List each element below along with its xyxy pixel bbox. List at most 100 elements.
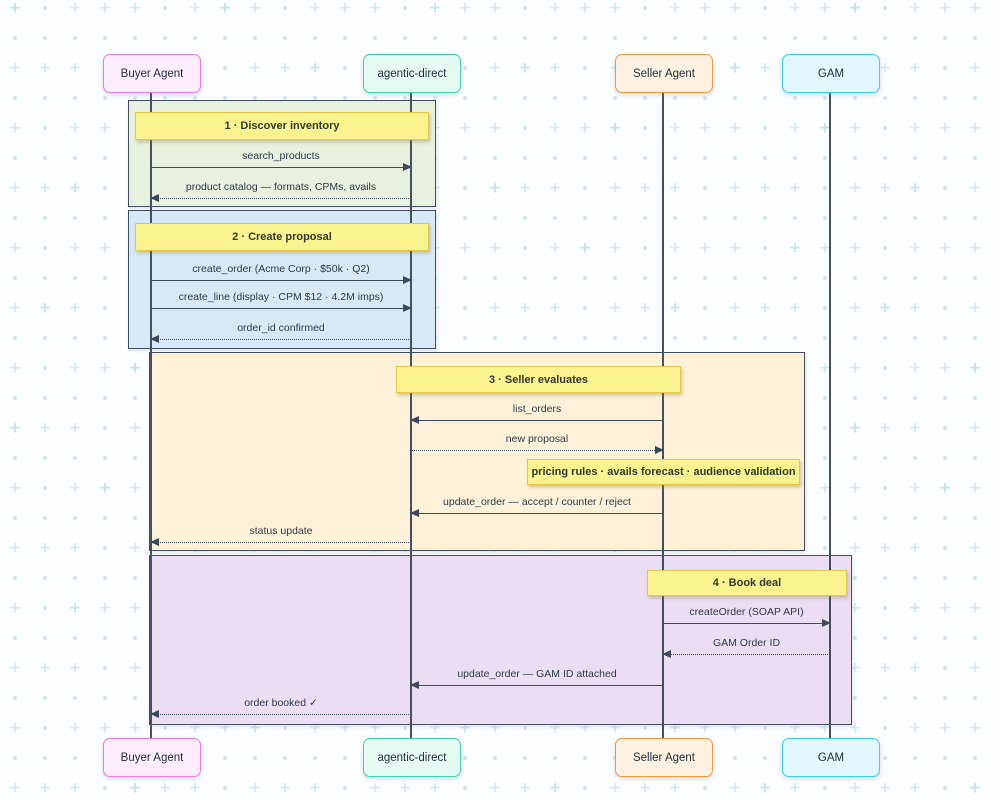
solid-arrow-left — [410, 508, 663, 517]
message-create-line[interactable]: create_line (display · CPM $12 · 4.2M im… — [151, 291, 412, 313]
grid-plus-icon: + — [848, 118, 862, 137]
actor-seller-agent-bottom[interactable]: Seller Agent — [615, 738, 713, 777]
grid-plus-icon: + — [488, 0, 502, 17]
grid-plus-icon: + — [8, 598, 22, 617]
grid-dot — [43, 606, 47, 610]
message-update-order-decision[interactable]: update_order — accept / counter / reject — [410, 496, 663, 518]
grid-dot — [613, 96, 617, 100]
grid-dot — [763, 6, 767, 10]
grid-dot — [913, 636, 917, 640]
message-product-catalog[interactable]: product catalog — formats, CPMs, avails — [150, 181, 411, 203]
dotted-arrow-left — [150, 193, 411, 202]
grid-plus-icon: + — [938, 358, 952, 377]
grid-plus-icon: + — [8, 238, 22, 257]
grid-dot — [823, 156, 827, 160]
actor-agentic-direct-bottom[interactable]: agentic-direct — [363, 738, 461, 777]
grid-plus-icon: + — [608, 0, 622, 17]
message-text: order booked ✓ — [244, 697, 318, 709]
grid-dot — [73, 396, 77, 400]
grid-dot — [103, 156, 107, 160]
grid-dot — [823, 186, 827, 190]
grid-plus-icon: + — [668, 0, 682, 17]
grid-dot — [703, 186, 707, 190]
grid-dot — [853, 156, 857, 160]
grid-plus-icon: + — [908, 118, 922, 137]
message-create-order[interactable]: create_order (Acme Corp · $50k · Q2) — [151, 263, 412, 285]
message-list-orders[interactable]: list_orders — [410, 403, 663, 425]
grid-plus-icon: + — [548, 178, 562, 197]
message-create-order-soap[interactable]: createOrder (SOAP API) — [663, 606, 831, 628]
grid-dot — [283, 756, 287, 760]
grid-plus-icon: + — [608, 298, 622, 317]
actor-buyer-agent-bottom[interactable]: Buyer Agent — [103, 738, 201, 777]
grid-plus-icon: + — [878, 298, 892, 317]
grid-plus-icon: + — [848, 0, 862, 17]
grid-dot — [103, 396, 107, 400]
phase-4-title: 4 · Book deal — [712, 577, 782, 589]
seller-evaluation-note[interactable]: pricing rules · avails forecast · audien… — [527, 459, 800, 485]
message-new-proposal[interactable]: new proposal — [411, 433, 664, 455]
grid-dot — [613, 276, 617, 280]
grid-plus-icon: + — [908, 658, 922, 677]
seller-evaluation-note-text: pricing rules · avails forecast · audien… — [531, 466, 796, 478]
grid-plus-icon: + — [68, 778, 82, 797]
grid-dot — [73, 696, 77, 700]
grid-plus-icon: + — [458, 0, 472, 17]
grid-plus-icon: + — [38, 298, 52, 317]
message-gam-order-id[interactable]: GAM Order ID — [662, 637, 830, 659]
actor-seller-agent-top[interactable]: Seller Agent — [615, 54, 713, 93]
grid-dot — [943, 186, 947, 190]
grid-plus-icon: + — [608, 238, 622, 257]
actor-gam-bottom[interactable]: GAM — [782, 738, 880, 777]
grid-plus-icon: + — [98, 118, 112, 137]
actor-buyer-agent-top[interactable]: Buyer Agent — [103, 54, 201, 93]
grid-dot — [43, 456, 47, 460]
grid-plus-icon: + — [788, 298, 802, 317]
message-status-update[interactable]: status update — [150, 525, 411, 547]
grid-dot — [523, 726, 527, 730]
grid-dot — [73, 336, 77, 340]
grid-plus-icon: + — [608, 178, 622, 197]
grid-plus-icon: + — [908, 478, 922, 497]
grid-dot — [883, 366, 887, 370]
grid-dot — [703, 336, 707, 340]
message-search-products[interactable]: search_products — [151, 150, 412, 172]
grid-dot — [583, 756, 587, 760]
phase-2-label[interactable]: 2 · Create proposal — [135, 223, 429, 251]
grid-dot — [73, 576, 77, 580]
grid-dot — [223, 66, 227, 70]
grid-dot — [883, 336, 887, 340]
grid-plus-icon: + — [848, 238, 862, 257]
grid-dot — [43, 636, 47, 640]
grid-dot — [823, 306, 827, 310]
grid-dot — [943, 156, 947, 160]
grid-dot — [733, 96, 737, 100]
message-order-id-confirmed[interactable]: order_id confirmed — [150, 322, 411, 344]
phase-2-title: 2 · Create proposal — [232, 231, 332, 243]
phase-3-label[interactable]: 3 · Seller evaluates — [396, 366, 681, 393]
grid-plus-icon: + — [68, 118, 82, 137]
grid-dot — [853, 36, 857, 40]
actor-gam-top[interactable]: GAM — [782, 54, 880, 93]
grid-dot — [43, 96, 47, 100]
grid-dot — [853, 396, 857, 400]
grid-dot — [283, 6, 287, 10]
grid-dot — [703, 156, 707, 160]
grid-plus-icon: + — [368, 778, 382, 797]
phase-4-label[interactable]: 4 · Book deal — [647, 570, 847, 596]
phase-1-label[interactable]: 1 · Discover inventory — [135, 112, 429, 140]
grid-plus-icon: + — [68, 298, 82, 317]
message-update-order-gam-id[interactable]: update_order — GAM ID attached — [410, 668, 663, 690]
message-order-booked[interactable]: order booked ✓ — [150, 697, 411, 719]
grid-dot — [943, 396, 947, 400]
arrowhead-left-icon — [410, 415, 419, 424]
grid-dot — [943, 756, 947, 760]
grid-dot — [313, 756, 317, 760]
arrowhead-left-icon — [150, 537, 159, 546]
grid-dot — [793, 36, 797, 40]
grid-dot — [643, 36, 647, 40]
actor-agentic-direct-top[interactable]: agentic-direct — [363, 54, 461, 93]
grid-dot — [673, 336, 677, 340]
grid-dot — [703, 96, 707, 100]
